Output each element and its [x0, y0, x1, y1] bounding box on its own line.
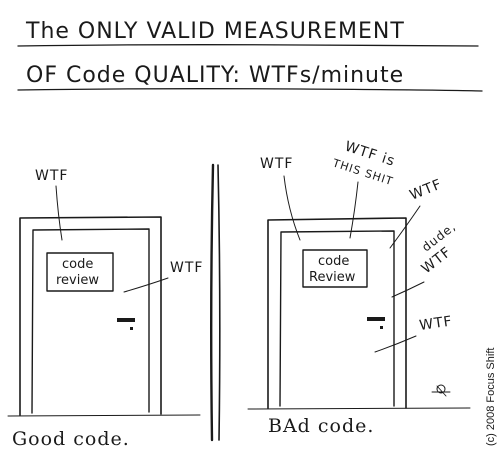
good-code-panel: code review WTF WTF Good code.	[7, 168, 203, 450]
title-line-2: OF Code QUALITY: WTFs/minute	[26, 63, 404, 88]
wtf-pointer	[283, 175, 301, 241]
bad-code-caption: BAd code.	[268, 415, 374, 437]
title-line-1: The ONLY VALID MEASUREMENT	[25, 19, 405, 44]
code-review-sign	[46, 252, 114, 292]
door-icon	[279, 230, 395, 407]
wtf-label: WTF	[35, 168, 68, 184]
wtf-label: WTF	[418, 313, 453, 334]
door-frame-icon	[267, 217, 407, 409]
title-underline-2	[17, 88, 483, 92]
wtf-label: WTF	[170, 260, 203, 276]
wtf-pointer	[374, 335, 417, 353]
panel-divider	[210, 163, 221, 442]
sign-line-1: code	[318, 254, 349, 269]
wtf-pointer	[389, 205, 421, 249]
good-code-caption: Good code.	[12, 428, 130, 450]
wtf-pointer	[391, 281, 425, 298]
keyhole-icon	[130, 327, 133, 330]
wtf-pointer	[349, 181, 359, 239]
door-handle-icon	[117, 318, 135, 322]
sign-line-1: code	[62, 257, 93, 272]
wtf-pointer	[55, 185, 63, 241]
door-icon	[31, 228, 150, 414]
wtf-pointer	[123, 277, 169, 293]
title-underline-1	[17, 44, 479, 47]
door-handle-icon	[367, 317, 385, 321]
floor-line	[7, 414, 201, 417]
sign-line-2: review	[56, 273, 99, 288]
wtf-label: WTF	[260, 156, 293, 172]
bad-code-panel: code Review WTF WTF is THIS SHIT WTF dud…	[247, 139, 471, 437]
wtf-label: WTF	[408, 176, 445, 203]
keyhole-icon	[380, 326, 383, 329]
door-frame-icon	[19, 216, 162, 416]
title: The ONLY VALID MEASUREMENT OF Code QUALI…	[17, 19, 483, 92]
floor-line	[247, 407, 471, 410]
code-review-sign	[302, 249, 368, 288]
scribble-icon	[431, 384, 451, 397]
sign-line-2: Review	[309, 270, 356, 285]
copyright-notice: (c) 2008 Focus Shift	[485, 348, 497, 446]
